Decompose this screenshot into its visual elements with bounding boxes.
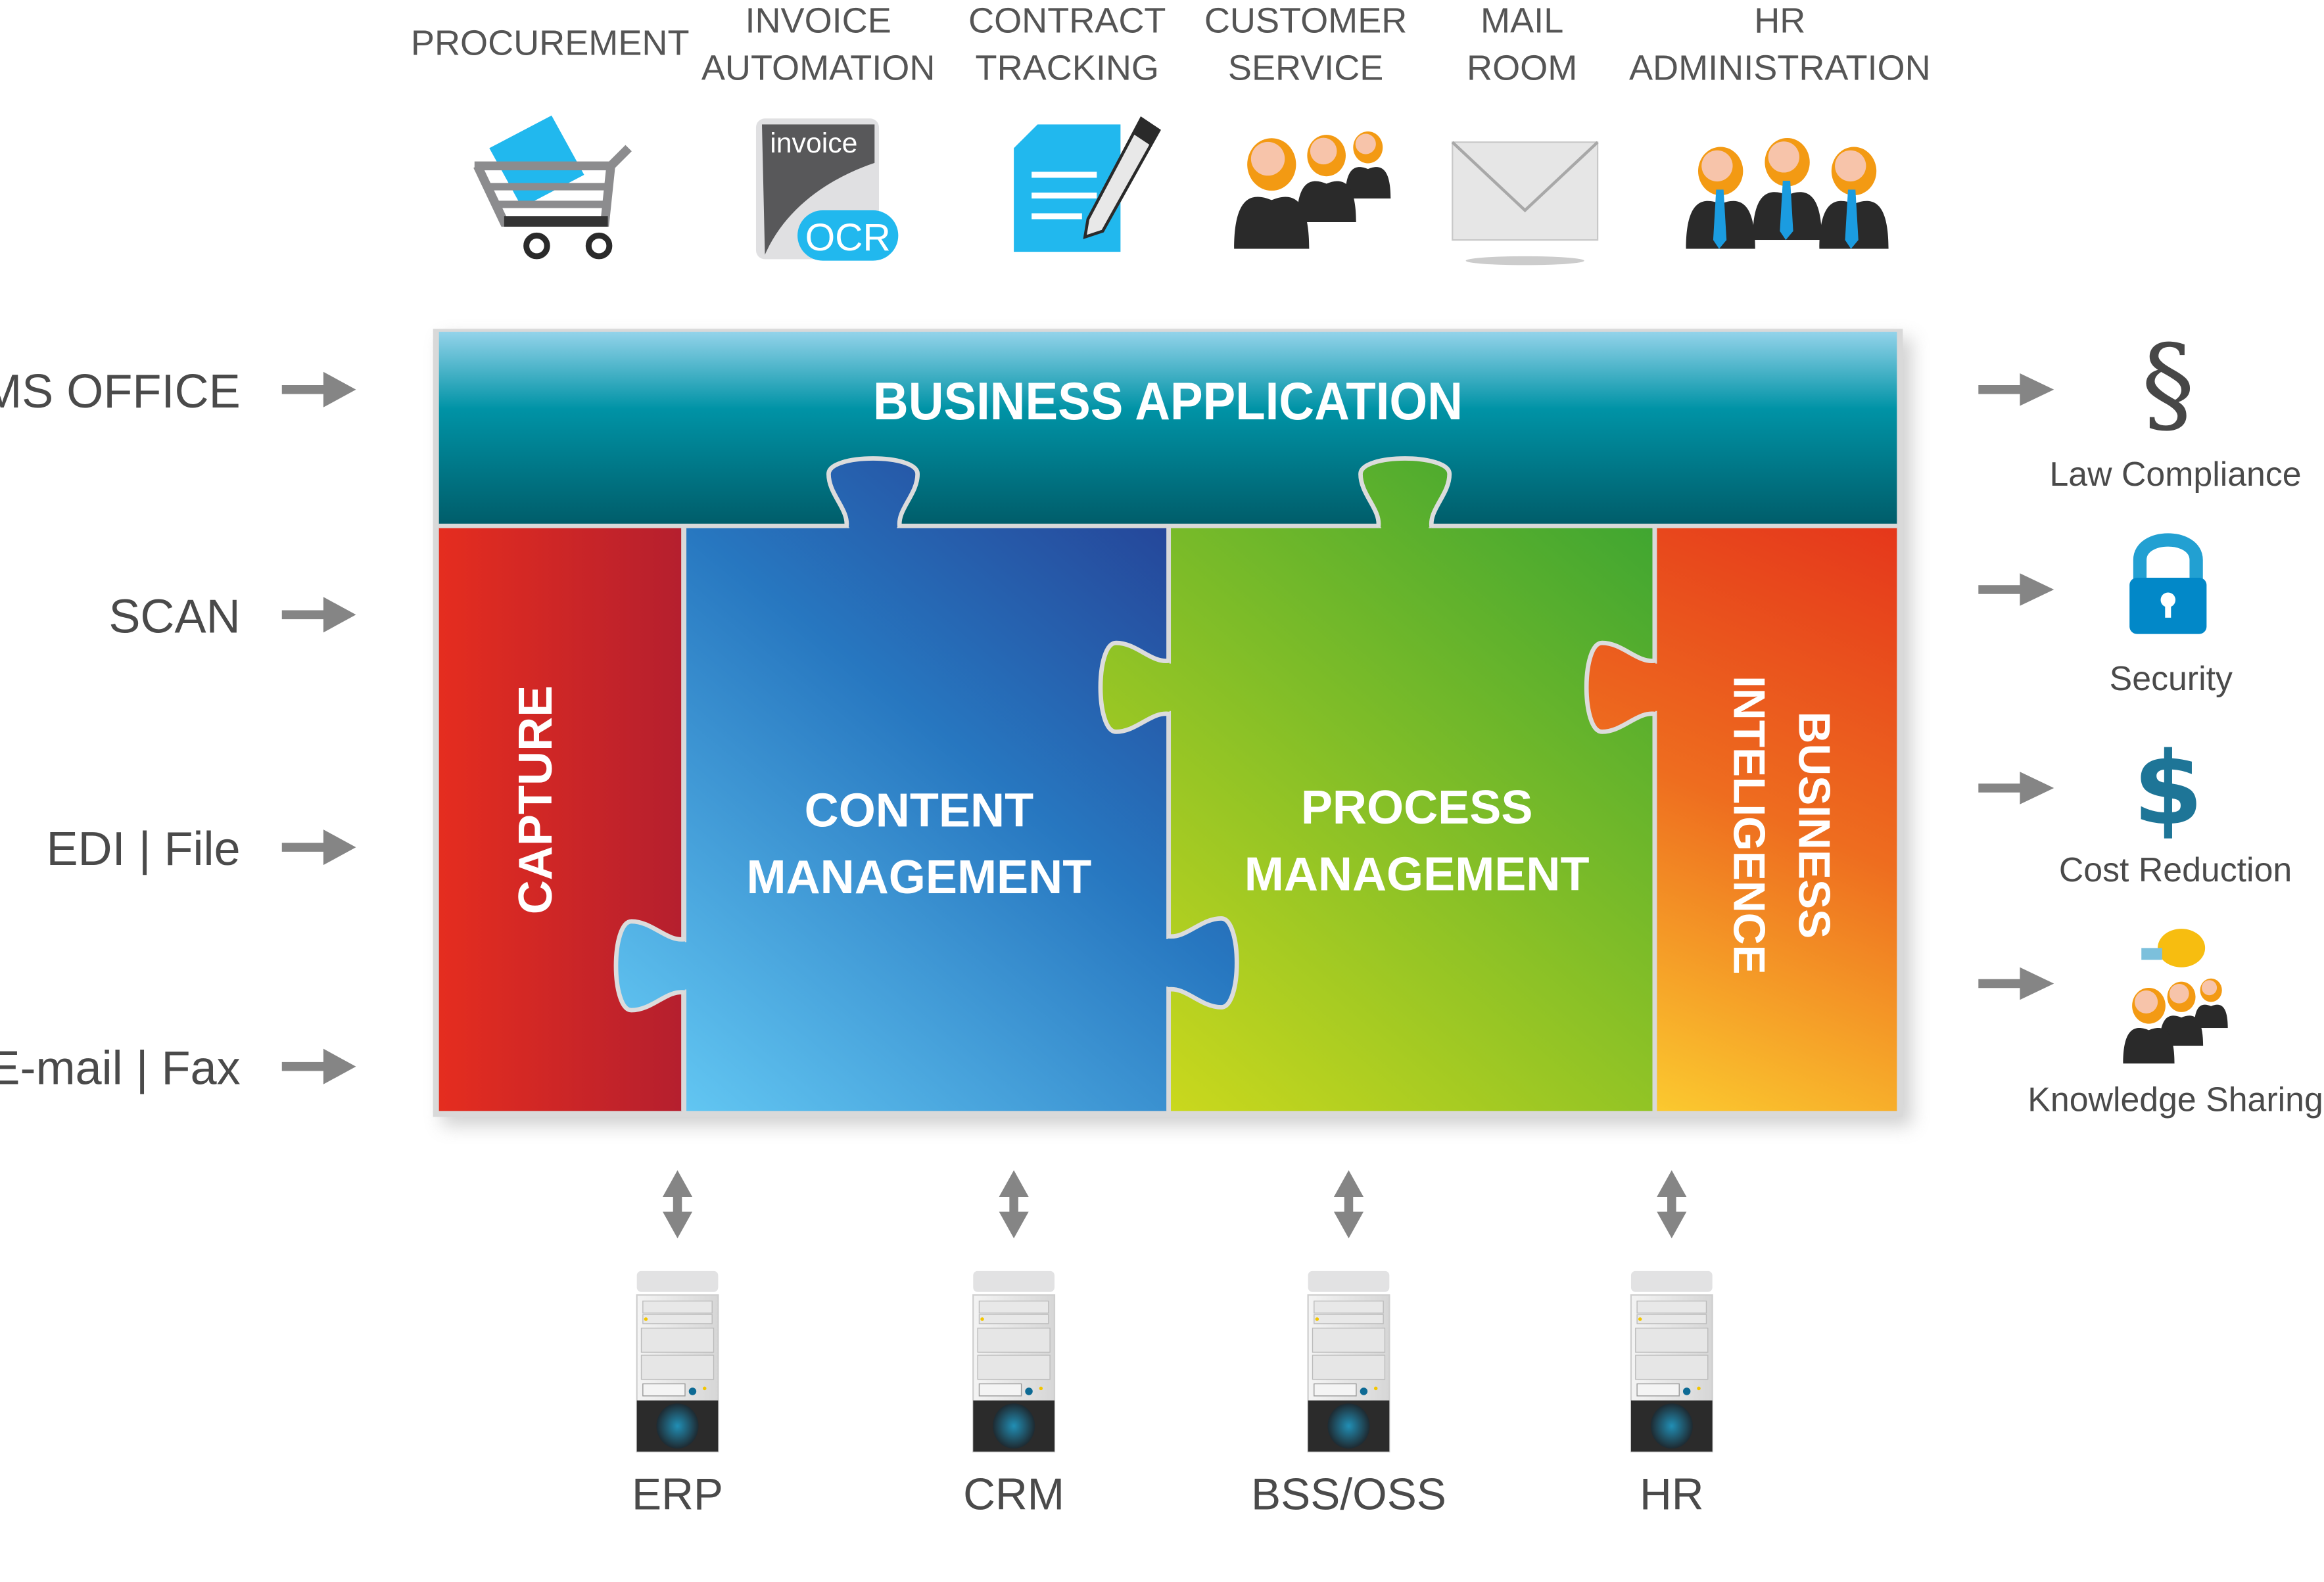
content-title-2: MANAGEMENT bbox=[747, 851, 1092, 904]
arrow-right-icon bbox=[281, 1048, 356, 1084]
invoice-icon-text: invoice bbox=[770, 128, 857, 159]
mail-room-item: MAIL ROOM bbox=[1451, 1, 1599, 266]
document-pencil-icon bbox=[1014, 116, 1161, 252]
capture-piece bbox=[439, 527, 682, 1111]
business-application-title: BUSINESS APPLICATION bbox=[873, 372, 1463, 431]
dollar-icon: $ bbox=[2133, 731, 2203, 848]
system-label: CRM bbox=[963, 1470, 1064, 1520]
law-compliance-label: Law Compliance bbox=[2049, 455, 2301, 493]
process-title-2: MANAGEMENT bbox=[1245, 849, 1590, 901]
people-group-icon bbox=[1234, 131, 1391, 249]
arrow-right-icon bbox=[281, 597, 356, 633]
shopping-cart-icon bbox=[473, 115, 632, 260]
section-sign-icon: § bbox=[2141, 322, 2194, 446]
input-label: MS OFFICE bbox=[0, 365, 241, 418]
business-application-piece bbox=[439, 331, 1897, 524]
contract-label-1: CONTRACT bbox=[968, 1, 1166, 41]
input-label: EDI | File bbox=[46, 823, 240, 875]
arrow-right-icon bbox=[1978, 967, 2054, 1000]
bi-title-1: BUSINESS bbox=[1790, 712, 1839, 939]
puzzle-block: BUSINESS APPLICATION CAPTURE CONTENT MAN… bbox=[433, 329, 1912, 1126]
backend-systems: ERP CRM BSS/OSS HR bbox=[632, 1170, 1713, 1520]
system-label: ERP bbox=[632, 1470, 723, 1520]
content-management-piece bbox=[686, 527, 1167, 1111]
invoice-label-2: AUTOMATION bbox=[701, 49, 936, 88]
hr-label-2: ADMINISTRATION bbox=[1629, 49, 1931, 88]
ocr-badge: OCR bbox=[805, 216, 891, 259]
arrow-right-icon bbox=[1978, 772, 2054, 804]
process-management-piece bbox=[1171, 527, 1653, 1111]
puzzle-knobs bbox=[439, 456, 1897, 1111]
double-arrow-icon bbox=[1333, 1170, 1364, 1239]
system-label: HR bbox=[1640, 1470, 1704, 1520]
customer-label-2: SERVICE bbox=[1228, 49, 1383, 88]
double-arrow-icon bbox=[999, 1170, 1029, 1239]
customer-label-1: CUSTOMER bbox=[1204, 1, 1407, 41]
system-label: BSS/OSS bbox=[1251, 1470, 1446, 1520]
security-label: Security bbox=[2110, 659, 2233, 697]
double-arrow-icon bbox=[1657, 1170, 1687, 1239]
contract-tracking-item: CONTRACT TRACKING bbox=[968, 1, 1166, 252]
procurement-label: PROCUREMENT bbox=[411, 23, 690, 62]
top-row: PROCUREMENT INVOICE AUTOMATION invoice O… bbox=[411, 1, 1931, 266]
capture-title: CAPTURE bbox=[510, 686, 562, 915]
bi-title-2: INTELIGENCE bbox=[1724, 676, 1773, 975]
outcomes: § Law Compliance Security $ Cost Reducti… bbox=[1978, 322, 2323, 1118]
arrow-right-icon bbox=[281, 829, 356, 866]
server-icon bbox=[1307, 1270, 1390, 1453]
padlock-icon bbox=[2129, 533, 2207, 634]
business-intelligence-piece bbox=[1657, 527, 1897, 1111]
process-title-1: PROCESS bbox=[1301, 781, 1533, 834]
content-title-1: CONTENT bbox=[805, 785, 1034, 837]
arrow-right-icon bbox=[281, 371, 356, 407]
server-icon bbox=[636, 1270, 719, 1453]
input-label: E-mail | Fax bbox=[0, 1042, 241, 1095]
business-people-icon bbox=[1686, 137, 1889, 249]
mail-label-2: ROOM bbox=[1467, 49, 1577, 88]
mail-label-1: MAIL bbox=[1481, 1, 1563, 41]
server-icon bbox=[972, 1270, 1056, 1453]
invoice-automation-item: INVOICE AUTOMATION invoice OCR bbox=[701, 1, 936, 261]
input-label: SCAN bbox=[108, 590, 240, 643]
hr-label-1: HR bbox=[1754, 1, 1805, 41]
hr-administration-item: HR ADMINISTRATION bbox=[1629, 1, 1931, 249]
invoice-ocr-icon: invoice OCR bbox=[755, 118, 899, 261]
procurement-item: PROCUREMENT bbox=[411, 23, 690, 260]
cost-reduction-label: Cost Reduction bbox=[2059, 850, 2292, 889]
lightbulb-people-icon bbox=[2123, 929, 2228, 1064]
envelope-icon bbox=[1451, 141, 1599, 266]
customer-service-item: CUSTOMER SERVICE bbox=[1204, 1, 1407, 249]
server-icon bbox=[1630, 1270, 1713, 1453]
arrow-right-icon bbox=[1978, 573, 2054, 606]
knowledge-sharing-label: Knowledge Sharing bbox=[2028, 1080, 2323, 1118]
contract-label-2: TRACKING bbox=[976, 49, 1159, 88]
invoice-label-1: INVOICE bbox=[745, 1, 891, 41]
arrow-right-icon bbox=[1978, 373, 2054, 406]
double-arrow-icon bbox=[662, 1170, 693, 1239]
